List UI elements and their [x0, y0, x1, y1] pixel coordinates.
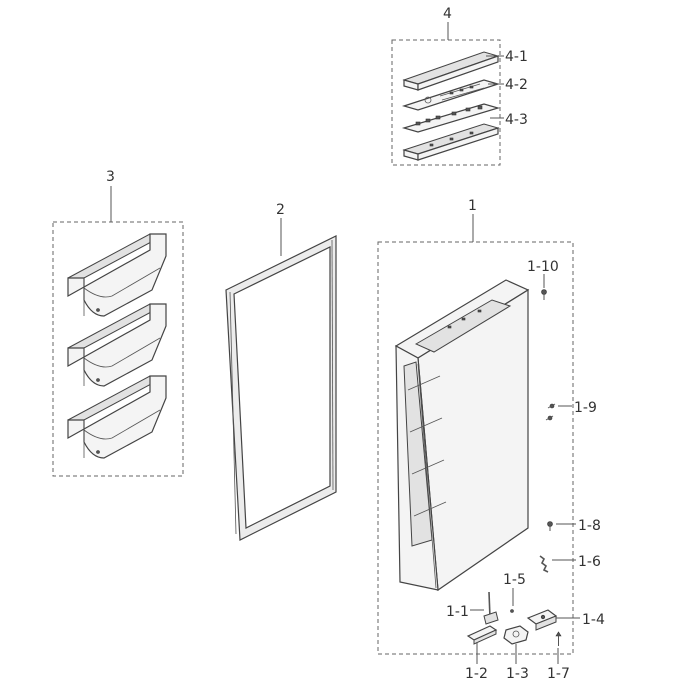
part-1-3-hinge-block: [503, 625, 529, 645]
callout-4-3: 4-3: [505, 112, 528, 128]
part-1-7-screw: [555, 631, 562, 646]
door-bin-2: [67, 303, 167, 387]
part-1-6-spring: [539, 555, 549, 573]
callout-4-1: 4-1: [505, 49, 528, 65]
group-3-door-bins: 3: [52, 169, 184, 477]
part-4-3-pcb: [401, 103, 501, 133]
group-1-door-assembly: 1 1-10: [377, 198, 605, 682]
callout-1-4: 1-4: [582, 612, 605, 628]
group-4-boundary: [391, 39, 501, 166]
callout-1-2: 1-2: [465, 666, 488, 682]
part-1-8-screw: [547, 521, 553, 531]
callout-4: 4: [443, 6, 452, 22]
callout-1-10: 1-10: [527, 259, 559, 275]
callout-4-2: 4-2: [505, 77, 528, 93]
callout-1-5: 1-5: [503, 572, 526, 588]
door-bin-1: [67, 233, 167, 317]
callout-1: 1: [468, 198, 477, 214]
callout-1-8: 1-8: [578, 518, 601, 534]
part-1-2-cap: [466, 625, 498, 645]
callout-1-1: 1-1: [446, 604, 469, 620]
group-1-boundary: [377, 241, 574, 655]
callout-3: 3: [106, 169, 115, 185]
group-3-boundary: [52, 221, 184, 477]
callout-1-3: 1-3: [506, 666, 529, 682]
door-bin-3: [67, 375, 167, 459]
part-4-housing: [402, 123, 500, 161]
part-1-5-pin: [510, 609, 514, 613]
callout-2: 2: [276, 202, 285, 218]
part-2-door-gasket: 2: [225, 202, 337, 541]
part-1-10-screw: [541, 289, 547, 300]
callout-1-9: 1-9: [574, 400, 597, 416]
group-4-control-panel: 4 4-1 4-2: [391, 6, 528, 166]
door-body: [394, 279, 530, 592]
callout-1-6: 1-6: [578, 554, 601, 570]
part-1-4-hinge-bracket: [526, 609, 558, 631]
part-1-9-screws: [545, 403, 556, 421]
part-1-1-hinge-pin: [483, 591, 499, 625]
callout-1-7: 1-7: [547, 666, 570, 682]
